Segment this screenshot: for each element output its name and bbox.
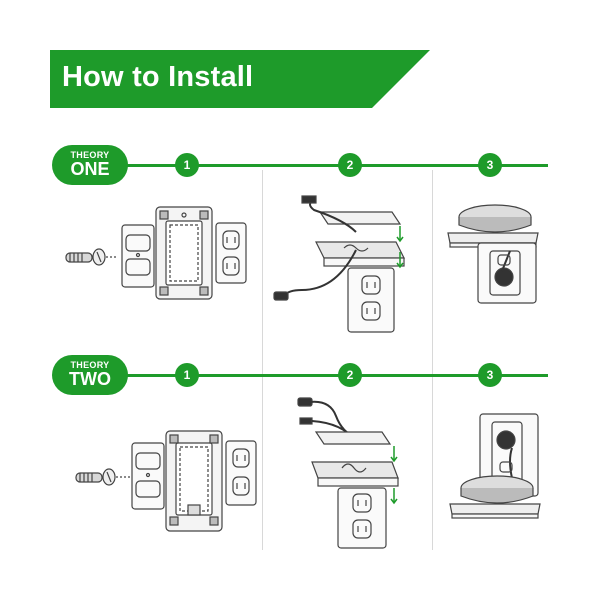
shelf-tray-icon — [315, 241, 405, 259]
outlet-icon — [215, 222, 247, 284]
outlet-icon — [489, 250, 521, 296]
theory-one-step-3: 3 — [478, 153, 502, 177]
theory-two-step-3: 3 — [478, 363, 502, 387]
plug-icon — [297, 397, 313, 407]
theory-one-step-3-illustration — [447, 204, 539, 304]
theory-one-step-2: 2 — [338, 153, 362, 177]
outlet-icon — [225, 440, 257, 506]
theory-two-badge: THEORY TWO — [52, 355, 128, 395]
divider-1-2 — [262, 170, 263, 550]
shelf-icon — [447, 232, 539, 244]
theory-one-badge: THEORY ONE — [52, 145, 128, 185]
screw-icon — [65, 248, 118, 266]
shelf-frame-icon — [155, 206, 213, 300]
theory-two-step-2-illustration — [297, 397, 399, 549]
banner-title: How to Install — [62, 61, 254, 93]
outlet-icon — [337, 487, 387, 549]
theory-one-label-small: THEORY — [70, 150, 110, 160]
plug-icon — [273, 291, 289, 301]
theory-one-step-1: 1 — [175, 153, 199, 177]
outlet-icon — [347, 267, 395, 333]
shelf-frame-icon — [165, 430, 223, 532]
theory-two-step-1-illustration — [75, 430, 257, 532]
plug-icon — [494, 267, 514, 287]
theory-two-row: THEORY TWO 1 2 3 — [0, 355, 600, 395]
divider-2-3 — [432, 170, 433, 550]
theory-two-label-big: TWO — [69, 369, 111, 389]
theory-one-line — [120, 164, 548, 167]
theory-two-step-1: 1 — [175, 363, 199, 387]
wall-plate-icon — [121, 224, 155, 288]
shelf-top-icon — [314, 431, 392, 445]
screw-icon — [75, 468, 130, 486]
theory-one-step-2-illustration — [273, 195, 405, 333]
shelf-icon — [449, 503, 541, 515]
theory-one-label-big: ONE — [70, 159, 110, 179]
theory-two-label-small: THEORY — [70, 360, 110, 370]
banner-background — [50, 50, 430, 108]
theory-one-step-1-illustration — [65, 206, 247, 300]
theory-two-step-2: 2 — [338, 363, 362, 387]
theory-two-line — [120, 374, 548, 377]
theory-two-step-3-illustration — [449, 413, 541, 519]
wall-plate-icon — [131, 442, 165, 510]
how-to-install-banner: How to Install — [50, 50, 430, 108]
shelf-top-icon — [318, 211, 402, 225]
theory-one-row: THEORY ONE 1 2 3 — [0, 145, 600, 185]
plug-icon — [496, 430, 516, 450]
